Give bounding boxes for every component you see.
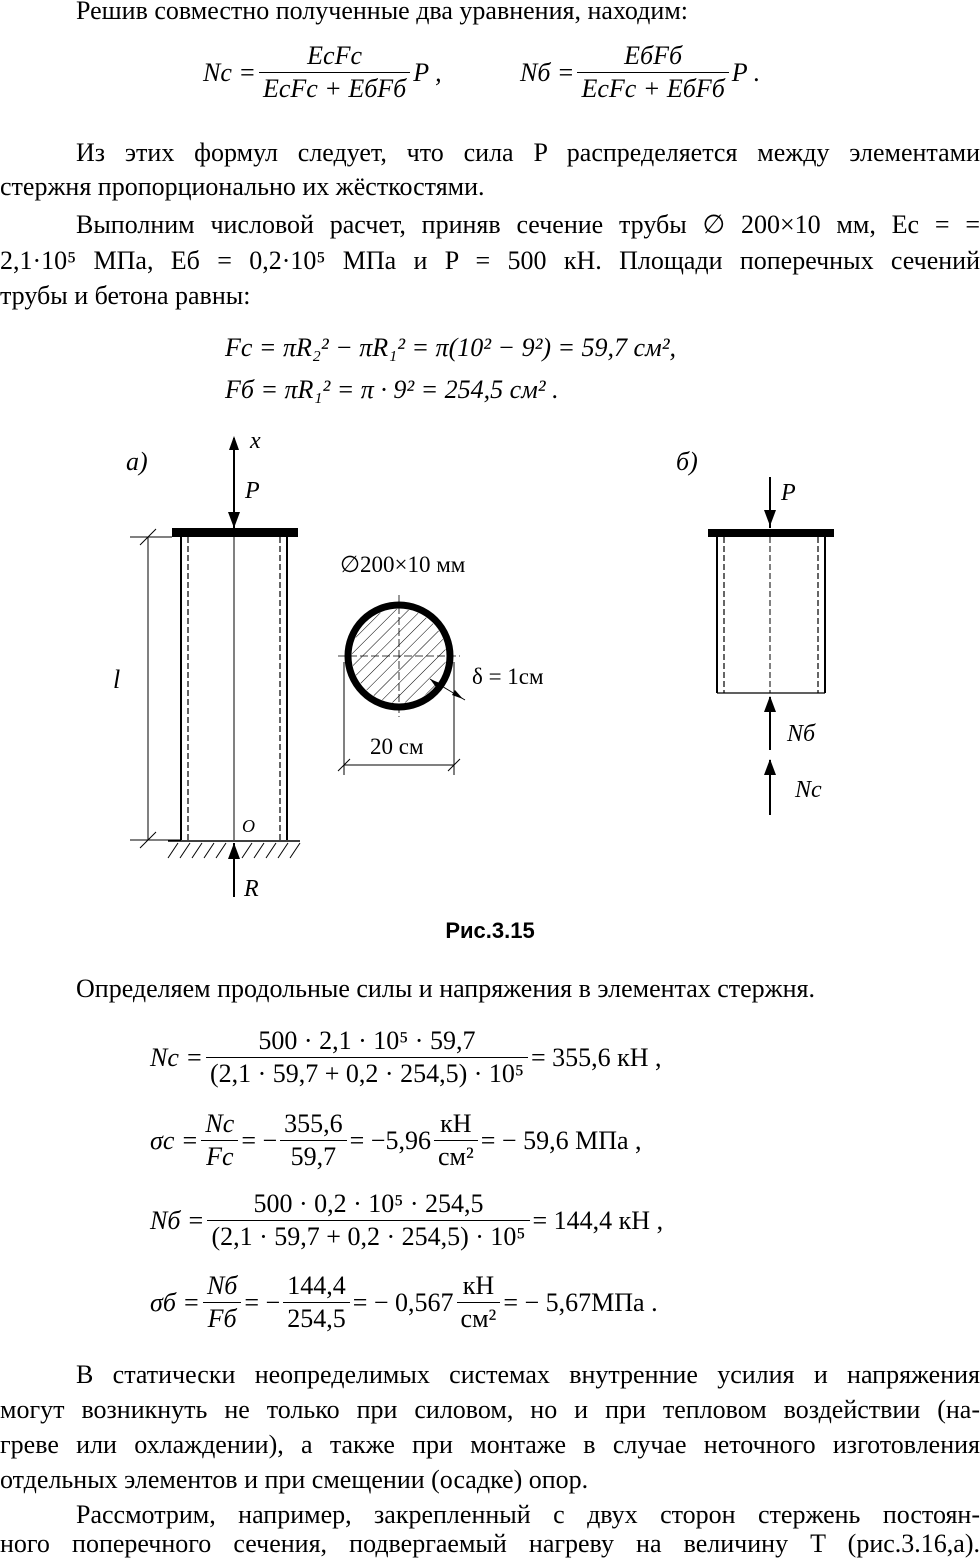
text-line: стержня пропорционально их жёсткостями.: [0, 172, 485, 201]
force-p-label: P: [244, 478, 260, 504]
label-b: б): [676, 447, 698, 476]
text-line: Определяем продольные силы и напряжения …: [76, 974, 816, 1003]
fraction-numerator: 500 · 0,2 · 10⁵ · 254,5: [207, 1188, 530, 1221]
text-line: В статически неопределимых системах внут…: [76, 1360, 980, 1389]
label-a: а): [126, 447, 148, 476]
fraction: 500 · 2,1 · 10⁵ · 59,7 (2,1 · 59,7 + 0,2…: [205, 1025, 528, 1090]
fraction-numerator: Nс: [201, 1108, 239, 1141]
text-line: трубы и бетона равны:: [0, 281, 251, 310]
fraction-numerator: EбFб: [577, 40, 729, 73]
formula-lhs: Nб =: [520, 57, 575, 87]
fraction-denominator: 59,7: [290, 1142, 337, 1171]
column-b: [708, 477, 834, 815]
fraction-numerator: кН: [433, 1108, 478, 1141]
text-line: отдельных элементов и при смещении (осад…: [0, 1465, 589, 1494]
fraction-numerator: 500 · 2,1 · 10⁵ · 59,7: [205, 1025, 528, 1058]
formula-lhs: Nб =: [150, 1205, 205, 1235]
figure-3-15: а) x P l O R ∅200×10 мм δ = 1см 20 см: [113, 428, 834, 902]
section-label: ∅200×10 мм: [340, 552, 466, 577]
formula-nc: Nс = EсFс EсFс + EбFб P ,: [203, 40, 442, 105]
axis-x-label: x: [249, 428, 261, 454]
fraction-denominator: Fс: [206, 1142, 234, 1171]
fraction-numerator: кН: [456, 1270, 501, 1303]
force-p-label: P: [780, 480, 796, 506]
fraction-denominator: (2,1 · 59,7 + 0,2 · 254,5) · 10⁵: [211, 1222, 526, 1251]
formula-fc: Fс = πR₂² − πR₁² = π(10² − 9²) = 59,7 см…: [225, 333, 676, 362]
formula-tail: P .: [731, 57, 761, 87]
fraction: 500 · 0,2 · 10⁵ · 254,5 (2,1 · 59,7 + 0,…: [207, 1188, 530, 1253]
fraction-numerator: 144,4: [283, 1270, 350, 1303]
fraction-denominator: 254,5: [287, 1304, 346, 1333]
formula-sigma-b: σб = Nб Fб = − 144,4 254,5 = − 0,567 кН …: [150, 1270, 658, 1335]
text-line: ного поперечного сечения, подвергаемый н…: [0, 1529, 980, 1558]
fraction-denominator: см²: [460, 1304, 497, 1333]
fraction-numerator: EсFс: [258, 40, 411, 73]
fraction-numerator: 355,6: [280, 1108, 347, 1141]
formula-calc-nb: Nб = 500 · 0,2 · 10⁵ · 254,5 (2,1 · 59,7…: [150, 1188, 663, 1253]
text-line: Решив совместно полученные два уравнения…: [76, 0, 688, 25]
fraction: EбFб EсFс + EбFб: [577, 40, 729, 105]
fraction: кН см²: [456, 1270, 501, 1335]
force-nb-label: Nб: [786, 721, 816, 747]
text-line: Рассмотрим, например, закрепленный с дву…: [76, 1500, 980, 1529]
fraction: Nб Fб: [202, 1270, 242, 1335]
formula-fb: Fб = πR₁² = π · 9² = 254,5 см² .: [225, 375, 559, 404]
formula-operator: = −5,96: [349, 1125, 431, 1155]
formula-lhs: Nс =: [150, 1042, 203, 1072]
diameter-label: 20 см: [370, 734, 424, 759]
fraction: 355,6 59,7: [280, 1108, 347, 1173]
fraction: Nс Fс: [201, 1108, 239, 1173]
formula-lhs: Nс =: [203, 57, 256, 87]
delta-label: δ = 1см: [472, 664, 544, 689]
formula-rhs: = − 5,67МПа .: [503, 1287, 658, 1317]
force-r-label: R: [243, 876, 259, 902]
fraction: кН см²: [433, 1108, 478, 1173]
fraction-numerator: Nб: [202, 1270, 242, 1303]
formula-operator: = − 0,567: [352, 1287, 454, 1317]
formula-sigma-c: σс = Nс Fс = − 355,6 59,7 = −5,96 кН см²…: [150, 1108, 642, 1173]
text-line: могут возникнуть не только при силовом, …: [0, 1395, 980, 1424]
fraction-denominator: (2,1 · 59,7 + 0,2 · 254,5) · 10⁵: [209, 1059, 524, 1088]
formula-lhs: σс =: [150, 1125, 199, 1155]
text-line: Из этих формул следует, что сила P распр…: [76, 138, 980, 167]
fraction: 144,4 254,5: [283, 1270, 350, 1335]
formula-operator: = −: [241, 1125, 278, 1155]
force-nc-label: Nс: [794, 777, 822, 803]
origin-label: O: [242, 816, 255, 836]
formula-rhs: = 355,6 кН ,: [530, 1042, 662, 1072]
cross-section: [337, 595, 466, 775]
column-a: [130, 436, 301, 897]
formula-operator: = −: [244, 1287, 281, 1317]
formula-tail: P ,: [413, 57, 442, 87]
length-label: l: [113, 665, 120, 694]
formula-lhs: σб =: [150, 1287, 200, 1317]
formula-calc-nc: Nс = 500 · 2,1 · 10⁵ · 59,7 (2,1 · 59,7 …: [150, 1025, 662, 1090]
fraction-denominator: Fб: [207, 1304, 237, 1333]
figure-caption: Рис.3.15: [445, 918, 535, 943]
fraction-denominator: см²: [437, 1142, 474, 1171]
text-line: Выполним числовой расчет, приняв сечение…: [76, 210, 980, 239]
fraction: EсFс EсFс + EбFб: [258, 40, 411, 105]
formula-rhs: = 144,4 кН ,: [532, 1205, 664, 1235]
fraction-denominator: EсFс + EбFб: [262, 74, 407, 103]
fraction-denominator: EсFс + EбFб: [581, 74, 725, 103]
formula-rhs: = − 59,6 МПа ,: [480, 1125, 642, 1155]
text-line: греве или охлаждении), а также при монта…: [0, 1430, 980, 1459]
text-line: 2,1·10⁵ МПа, Eб = 0,2·10⁵ МПа и P = 500 …: [0, 246, 980, 275]
formula-nb: Nб = EбFб EсFс + EбFб P .: [520, 40, 760, 105]
